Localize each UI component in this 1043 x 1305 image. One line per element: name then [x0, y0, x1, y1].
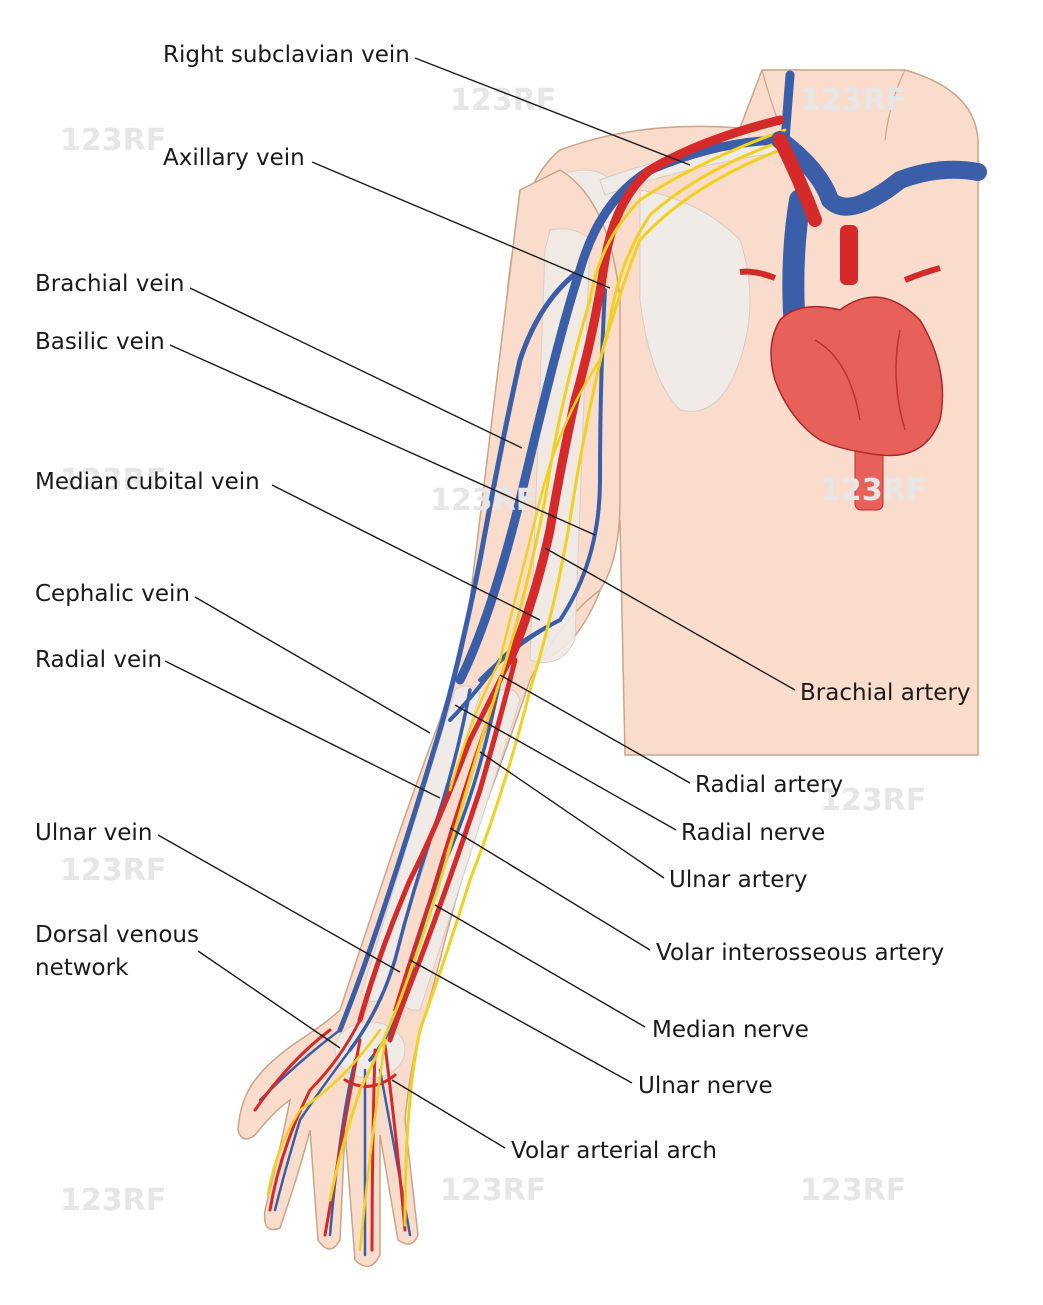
- label-dorsal-venous-network-line2: network: [35, 955, 129, 981]
- label-right-subclavian-vein: Right subclavian vein: [163, 42, 410, 68]
- watermark: 123RF: [60, 1183, 166, 1218]
- watermark: 123RF: [440, 1173, 546, 1208]
- heart-vessels: [814, 329, 906, 431]
- label-ulnar-artery: Ulnar artery: [669, 867, 807, 893]
- label-median-cubital-vein: Median cubital vein: [35, 469, 260, 495]
- heart-group: [739, 131, 987, 511]
- leader-lines-right: [391, 547, 796, 1149]
- label-dorsal-venous-network-line1: Dorsal venous: [35, 922, 199, 948]
- arm-nerves: [266, 128, 787, 1252]
- labels-right: Brachial artery Radial artery Radial ner…: [511, 680, 971, 1164]
- watermark: 123RF: [820, 473, 926, 508]
- label-volar-interosseous-artery: Volar interosseous artery: [656, 940, 944, 966]
- aorta: [840, 225, 858, 285]
- scapula-bone: [639, 189, 751, 412]
- neck-outline-right: [884, 69, 906, 141]
- watermark: 123RF: [60, 853, 166, 888]
- label-axillary-vein: Axillary vein: [163, 145, 305, 171]
- pulmonary-arteries: [739, 265, 941, 283]
- heart: [770, 296, 944, 457]
- label-radial-vein: Radial vein: [35, 647, 162, 673]
- label-ulnar-vein: Ulnar vein: [35, 820, 152, 846]
- watermark: 123RF: [60, 463, 166, 498]
- watermark: 123RF: [800, 83, 906, 118]
- label-volar-arterial-arch: Volar arterial arch: [511, 1138, 717, 1164]
- label-basilic-vein: Basilic vein: [35, 329, 165, 355]
- watermark: 123RF: [800, 1173, 906, 1208]
- label-brachial-artery: Brachial artery: [800, 680, 971, 706]
- watermark: 123RF: [60, 123, 166, 158]
- labels-left: Right subclavian vein Axillary vein Brac…: [35, 42, 410, 981]
- watermark-group: 123RF 123RF 123RF 123RF 123RF 123RF 123R…: [60, 83, 926, 1218]
- watermark: 123RF: [450, 83, 556, 118]
- label-cephalic-vein: Cephalic vein: [35, 581, 190, 607]
- label-median-nerve: Median nerve: [652, 1017, 809, 1043]
- watermark: 123RF: [430, 483, 536, 518]
- arm-skin: [237, 169, 621, 1268]
- label-radial-artery: Radial artery: [695, 772, 843, 798]
- watermark: 123RF: [820, 783, 926, 818]
- label-brachial-vein: Brachial vein: [35, 271, 184, 297]
- label-ulnar-nerve: Ulnar nerve: [638, 1073, 773, 1099]
- leader-lines-left: [157, 57, 691, 1049]
- label-radial-nerve: Radial nerve: [681, 820, 825, 846]
